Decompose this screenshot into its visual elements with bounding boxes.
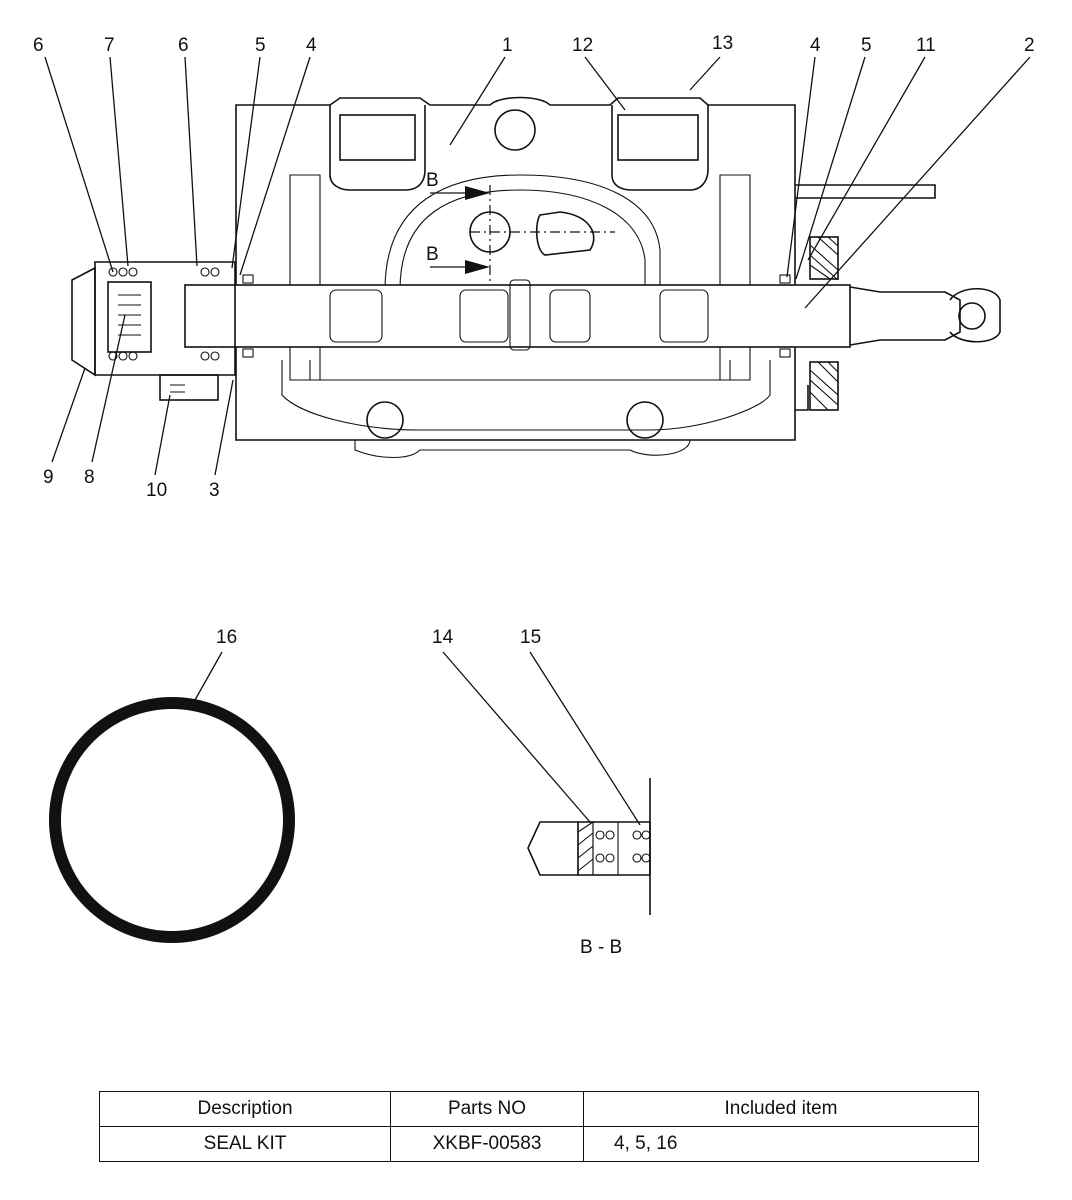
end-cap [71, 261, 791, 401]
callout-4: 4 [306, 35, 317, 56]
header-description: Description [99, 1091, 391, 1127]
leader-lines [44, 56, 1031, 826]
section-view-label: B - B [580, 937, 622, 958]
section-marker-upper: B [426, 170, 439, 191]
cell-included-item: 4, 5, 16 [583, 1126, 979, 1162]
callout-12: 12 [572, 35, 593, 56]
cell-parts-no: XKBF-00583 [390, 1126, 584, 1162]
callout-14: 14 [432, 627, 454, 648]
callout-7: 7 [104, 35, 115, 56]
cell-description: SEAL KIT [99, 1126, 391, 1162]
o-ring [49, 697, 295, 943]
callout-16: 16 [216, 627, 237, 648]
section-b-b: B - B [527, 778, 651, 958]
callout-11: 11 [916, 35, 936, 56]
header-parts-no: Parts NO [390, 1091, 584, 1127]
parts-table: Description Parts NO Included item SEAL … [99, 1091, 979, 1162]
callout-1: 1 [502, 35, 513, 56]
callout-2: 2 [1024, 35, 1035, 56]
callout-5: 5 [255, 35, 266, 56]
table-row: SEAL KIT XKBF-00583 4, 5, 16 [99, 1126, 979, 1162]
callout-3: 3 [209, 480, 220, 501]
callout-6: 6 [33, 35, 44, 56]
callout-15: 15 [520, 627, 541, 648]
header-included-item: Included item [583, 1091, 979, 1127]
valve-body [235, 96, 796, 458]
callout-8: 8 [84, 467, 95, 488]
spool [184, 184, 1001, 411]
callout-6: 6 [178, 35, 189, 56]
callout-13: 13 [712, 33, 733, 54]
callout-4: 4 [810, 35, 821, 56]
callout-9: 9 [43, 467, 54, 488]
section-marker-lower: B [426, 244, 439, 265]
callout-10: 10 [146, 480, 167, 501]
table-header-row: Description Parts NO Included item [99, 1091, 979, 1127]
callout-labels: 6 7 6 5 4 1 12 13 4 5 11 2 9 8 10 3 16 1… [33, 33, 1035, 648]
callout-5: 5 [861, 35, 872, 56]
